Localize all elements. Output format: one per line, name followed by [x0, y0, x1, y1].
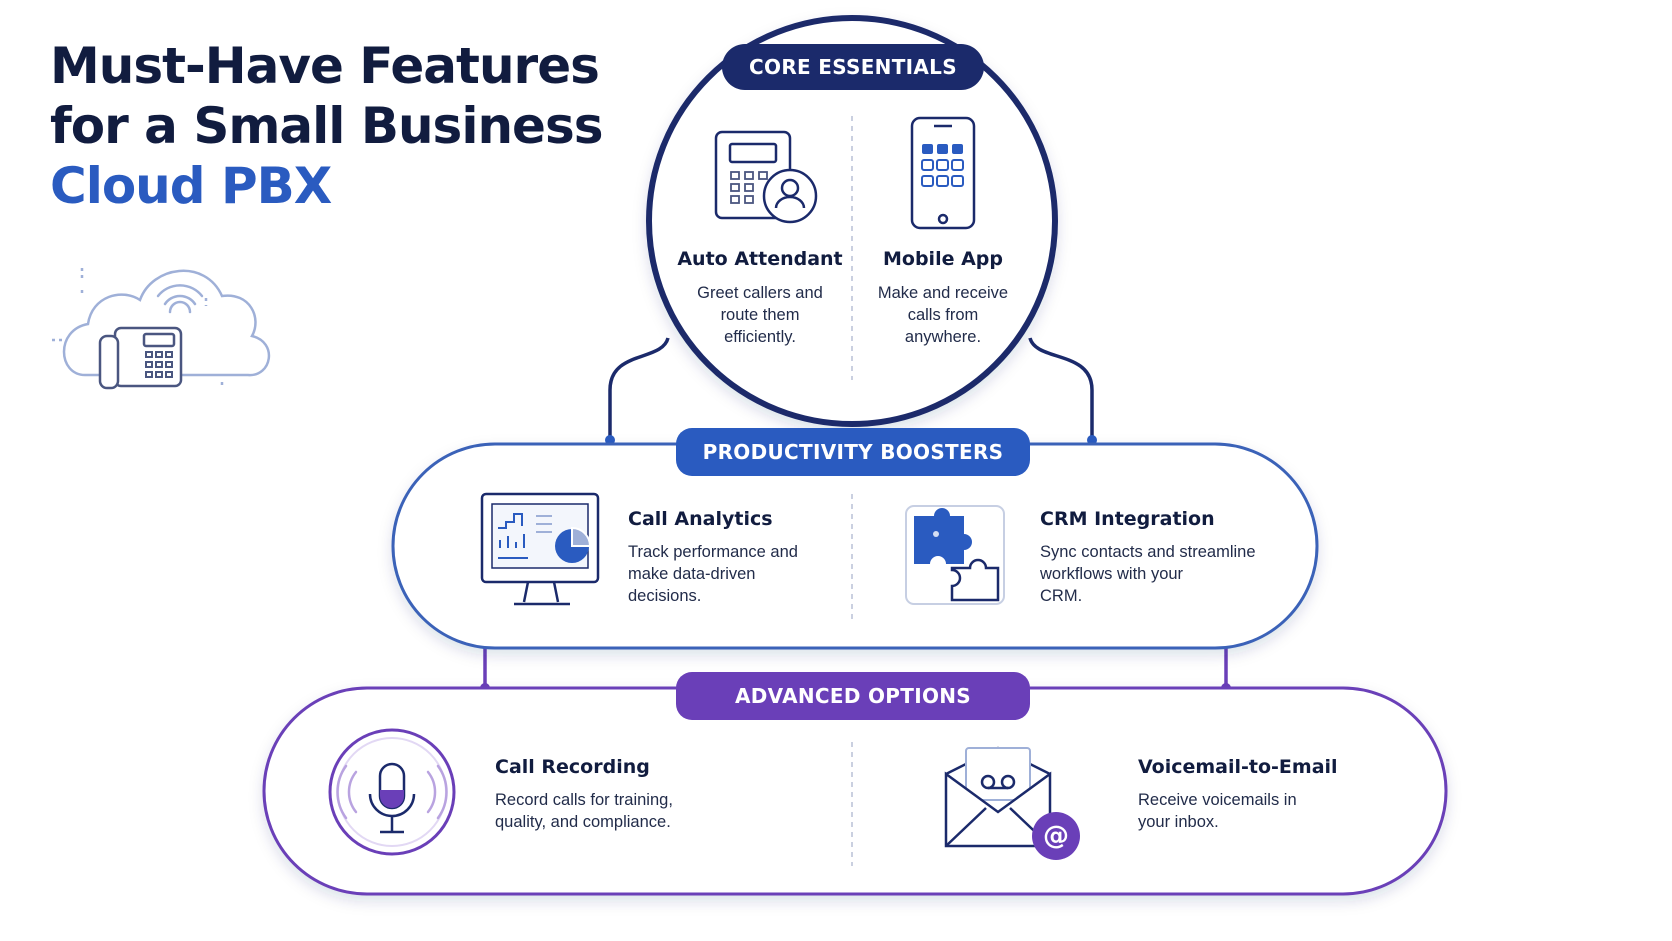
feature-desc-mobile-app: Make and receive calls from anywhere.: [843, 282, 1043, 348]
desc-line: Greet callers and: [697, 284, 823, 302]
productivity-tier-label: PRODUCTIVITY BOOSTERS: [702, 440, 1004, 464]
desc-line: Track performance and: [628, 543, 798, 561]
feature-title-voicemail-to-email: Voicemail-to-Email: [1138, 756, 1338, 778]
desc-line: route them: [720, 306, 800, 324]
advanced-label-pill: [676, 672, 1030, 720]
desc-line: calls from: [907, 306, 979, 324]
desc-line: Sync contacts and streamline: [1040, 543, 1256, 561]
feature-title-crm-integration: CRM Integration: [1040, 508, 1215, 530]
at-sign-icon: @: [1043, 821, 1069, 851]
title-line-2: for a Small Business: [50, 97, 603, 155]
core-tier-label: CORE ESSENTIALS: [749, 55, 957, 79]
desc-line: workflows with your: [1040, 565, 1184, 583]
advanced-tier-label: ADVANCED OPTIONS: [734, 684, 971, 708]
feature-desc-auto-attendant: Greet callers and route them efficiently…: [660, 282, 860, 348]
feature-title-mobile-app: Mobile App: [883, 248, 1003, 270]
productivity-label-pill: [676, 428, 1030, 476]
title-line-3: Cloud PBX: [50, 157, 332, 215]
desk-phone-user-icon: [714, 130, 818, 224]
desc-line: quality, and compliance.: [495, 813, 671, 831]
analytics-monitor-icon: [480, 492, 600, 606]
desc-line: anywhere.: [904, 328, 982, 346]
feature-title-auto-attendant: Auto Attendant: [677, 248, 843, 270]
desc-line: Record calls for training,: [495, 791, 673, 809]
core-label-pill: [722, 44, 984, 90]
microphone-icon: [328, 728, 456, 856]
voicemail-envelope-icon: [944, 746, 1080, 860]
puzzle-icon: [905, 505, 1005, 605]
desc-line: CRM.: [1040, 587, 1083, 605]
title-line-1: Must-Have Features: [50, 37, 600, 95]
feature-desc-crm-integration: Sync contacts and streamline workflows w…: [1040, 541, 1290, 607]
desc-line: efficiently.: [724, 328, 796, 346]
cloud-phone-icon: [52, 268, 270, 390]
page-title: Must-Have Features for a Small Business …: [50, 36, 603, 216]
desc-line: decisions.: [628, 587, 702, 605]
feature-desc-call-analytics: Track performance and make data-driven d…: [628, 541, 848, 607]
desc-line: Receive voicemails in: [1138, 791, 1297, 809]
desc-line: your inbox.: [1138, 813, 1219, 831]
feature-desc-voicemail-to-email: Receive voicemails in your inbox.: [1138, 789, 1368, 833]
desc-line: make data-driven: [628, 565, 756, 583]
feature-title-call-analytics: Call Analytics: [628, 508, 773, 530]
feature-desc-call-recording: Record calls for training, quality, and …: [495, 789, 755, 833]
smartphone-icon: [910, 116, 976, 230]
feature-title-call-recording: Call Recording: [495, 756, 650, 778]
desc-line: Make and receive: [877, 284, 1009, 302]
